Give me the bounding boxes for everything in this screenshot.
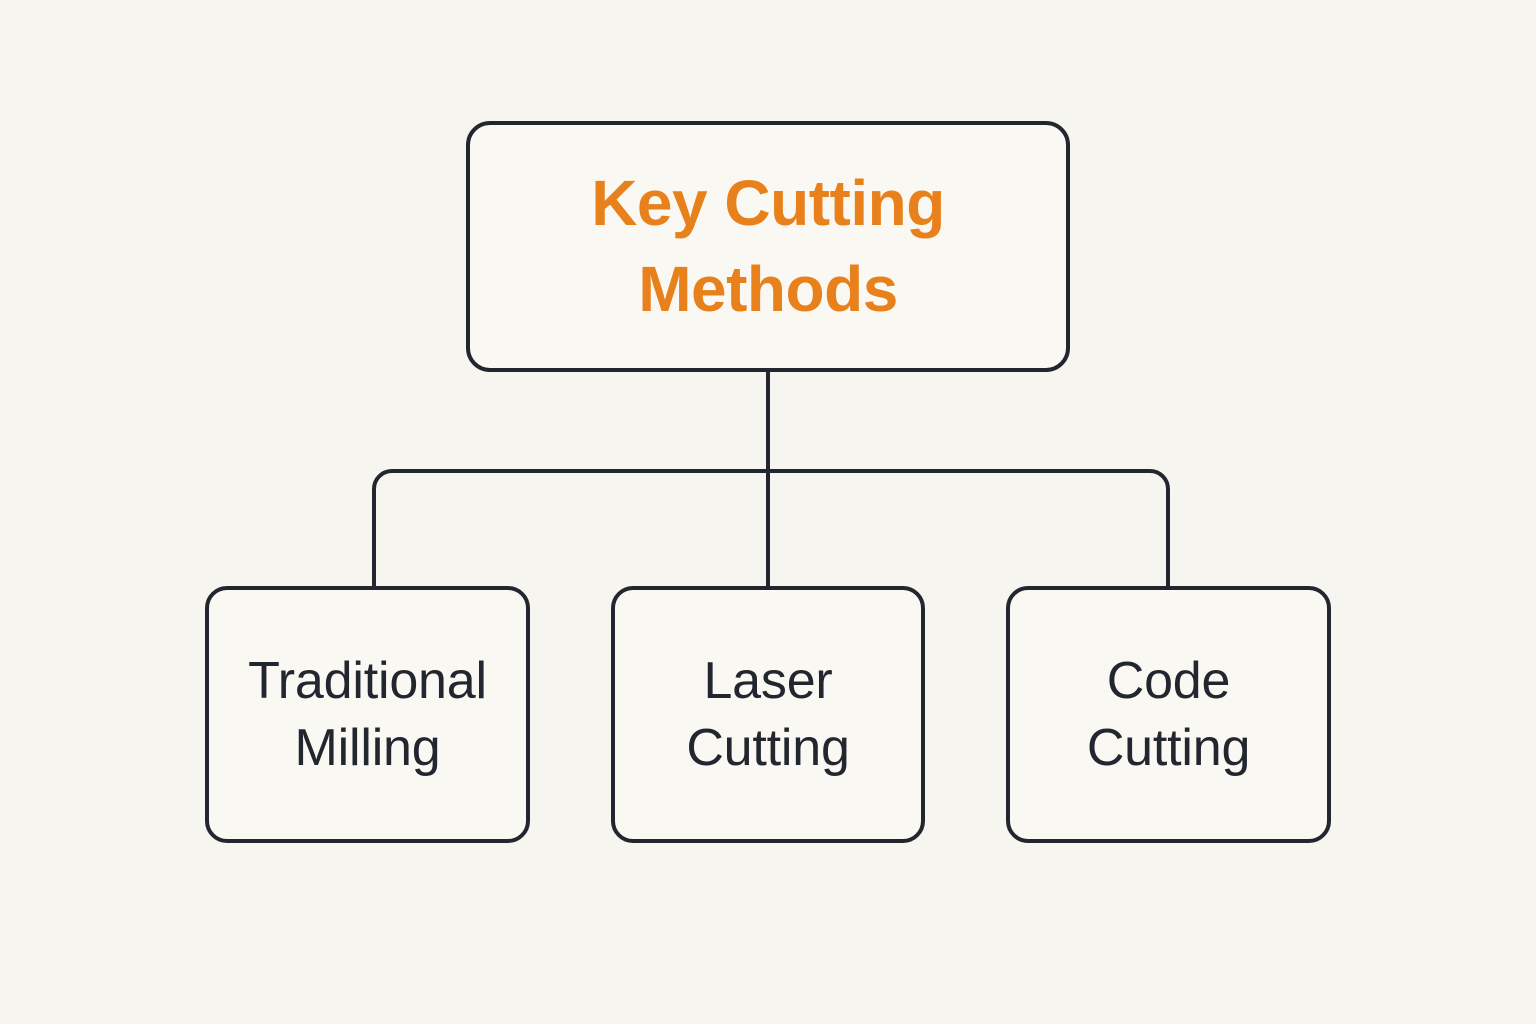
node-laser-cutting[interactable]: Laser Cutting — [611, 586, 925, 843]
node-code-cutting[interactable]: Code Cutting — [1006, 586, 1331, 843]
node-root-label: Key Cutting Methods — [591, 166, 945, 325]
connector-bus-right-branch — [1149, 469, 1170, 586]
connector-bus-left-branch — [372, 469, 393, 586]
node-traditional-milling[interactable]: Traditional Milling — [205, 586, 530, 843]
node-laser-cutting-label: Laser Cutting — [686, 652, 850, 777]
node-traditional-milling-label: Traditional Milling — [248, 652, 487, 777]
node-key-cutting-methods[interactable]: Key Cutting Methods — [466, 121, 1070, 372]
node-code-cutting-label: Code Cutting — [1086, 652, 1251, 777]
